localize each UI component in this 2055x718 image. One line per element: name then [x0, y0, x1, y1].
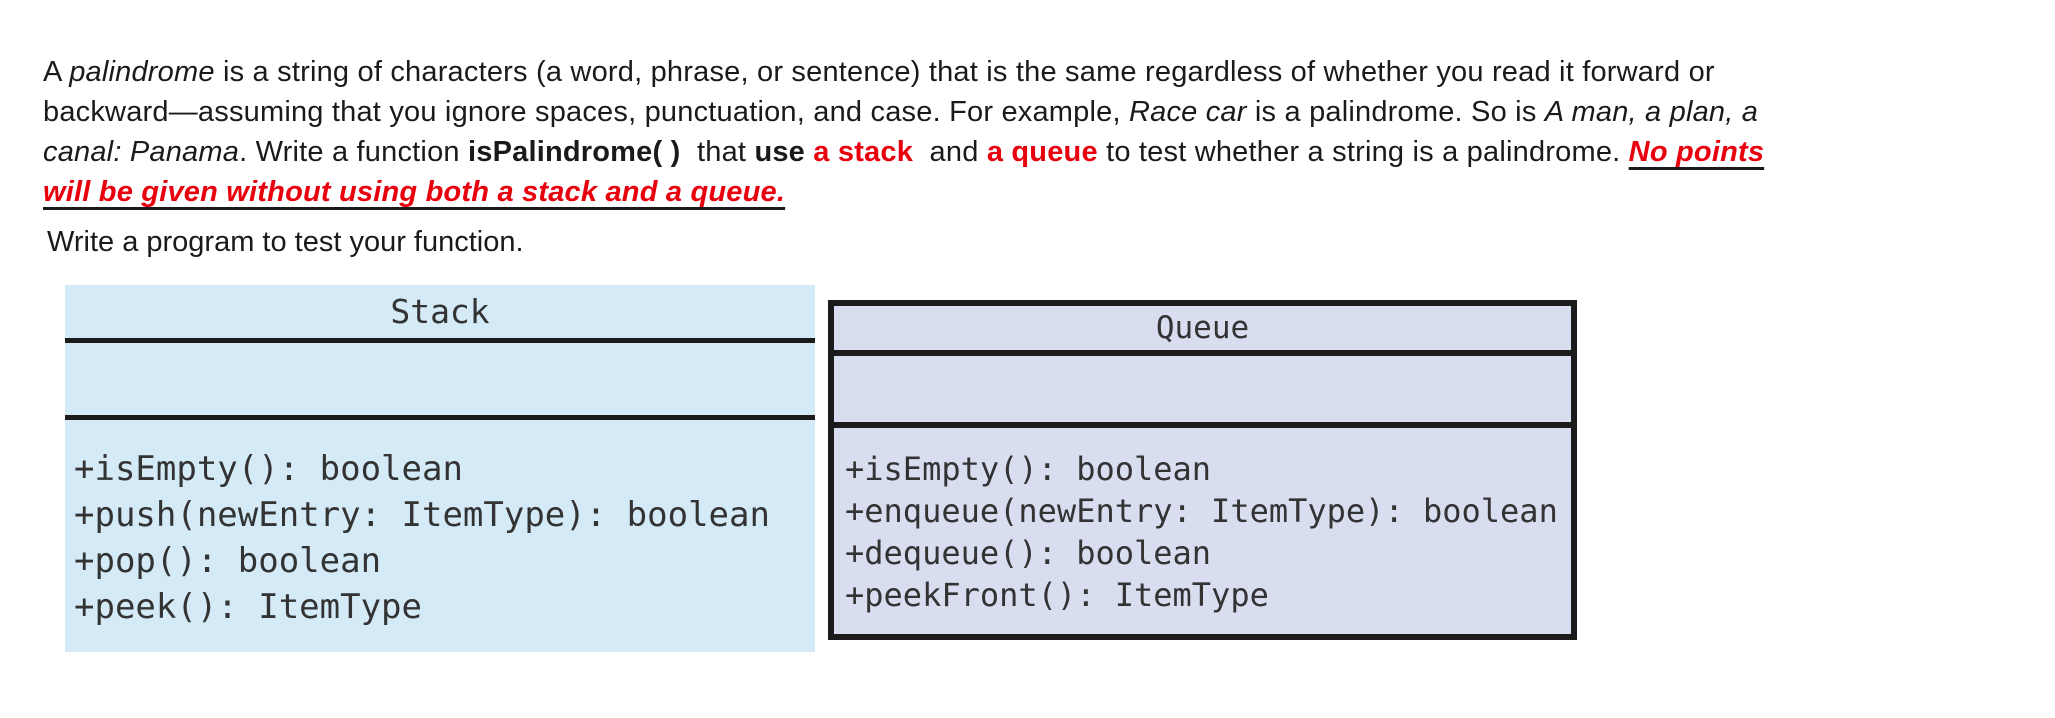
text-segment: No points — [1628, 136, 1765, 168]
method-signature: +push(newEntry: ItemType): boolean — [74, 495, 770, 535]
method-signature: +pop(): boolean — [74, 541, 382, 581]
text-segment: is a palindrome. So is — [1246, 96, 1545, 128]
stack-class-title: Stack — [390, 292, 490, 331]
text-segment: a queue — [986, 136, 1098, 168]
text-segment: backward—assuming that you ignore spaces… — [43, 96, 1129, 128]
text-segment: A — [43, 56, 70, 88]
queue-class-title: Queue — [1155, 310, 1250, 346]
paragraph-line: will be given without using both a stack… — [43, 172, 1764, 212]
method-signature: +peekFront(): ItemType — [845, 576, 1269, 614]
text-segment: a stack — [813, 136, 914, 168]
stack-divider-bottom — [65, 415, 815, 420]
queue-attributes-empty-section — [834, 356, 1571, 422]
method-signature: +enqueue(newEntry: ItemType): boolean — [845, 492, 1558, 530]
stack-methods-section: +isEmpty(): boolean +push(newEntry: ItemT… — [65, 420, 815, 630]
text-segment: A man, a plan, a — [1544, 96, 1759, 128]
queue-divider-top — [834, 350, 1571, 356]
text-segment: is a string of characters (a word, phras… — [214, 56, 1715, 88]
queue-divider-bottom — [834, 422, 1571, 428]
text-segment: to test whether a string is a palindrome… — [1097, 136, 1629, 168]
text-segment: canal: Panama — [43, 136, 240, 168]
method-signature: +dequeue(): boolean — [845, 534, 1212, 572]
text-segment: palindrome — [69, 56, 215, 88]
assignment-paragraph: A palindrome is a string of characters (… — [43, 52, 1764, 212]
stack-class-box: Stack +isEmpty(): boolean +push(newEntry:… — [65, 285, 815, 652]
paragraph-line: backward—assuming that you ignore spaces… — [43, 92, 1764, 132]
text-segment: . Write a function — [239, 136, 468, 168]
test-instruction-line: Write a program to test your function. — [47, 226, 524, 258]
text-segment: and — [913, 136, 987, 168]
paragraph-line: A palindrome is a string of characters (… — [43, 52, 1764, 92]
method-signature: +isEmpty(): boolean — [845, 450, 1212, 488]
text-segment: Race car — [1128, 96, 1247, 128]
stack-attributes-empty-section — [65, 343, 815, 415]
text-segment: will be given without using both a stack… — [43, 176, 786, 208]
queue-class-box: Queue +isEmpty(): boolean +enqueue(newEnt… — [828, 300, 1577, 640]
text-segment: that — [680, 136, 755, 168]
stack-divider-top — [65, 338, 815, 343]
text-segment: use — [754, 136, 806, 168]
method-signature: +isEmpty(): boolean — [74, 449, 463, 489]
method-signature: +peek(): ItemType — [74, 587, 422, 627]
text-segment: isPalindrome( ) — [467, 136, 681, 168]
paragraph-line: canal: Panama. Write a function isPalind… — [43, 132, 1764, 172]
queue-methods-section: +isEmpty(): boolean +enqueue(newEntry: It… — [834, 428, 1571, 616]
